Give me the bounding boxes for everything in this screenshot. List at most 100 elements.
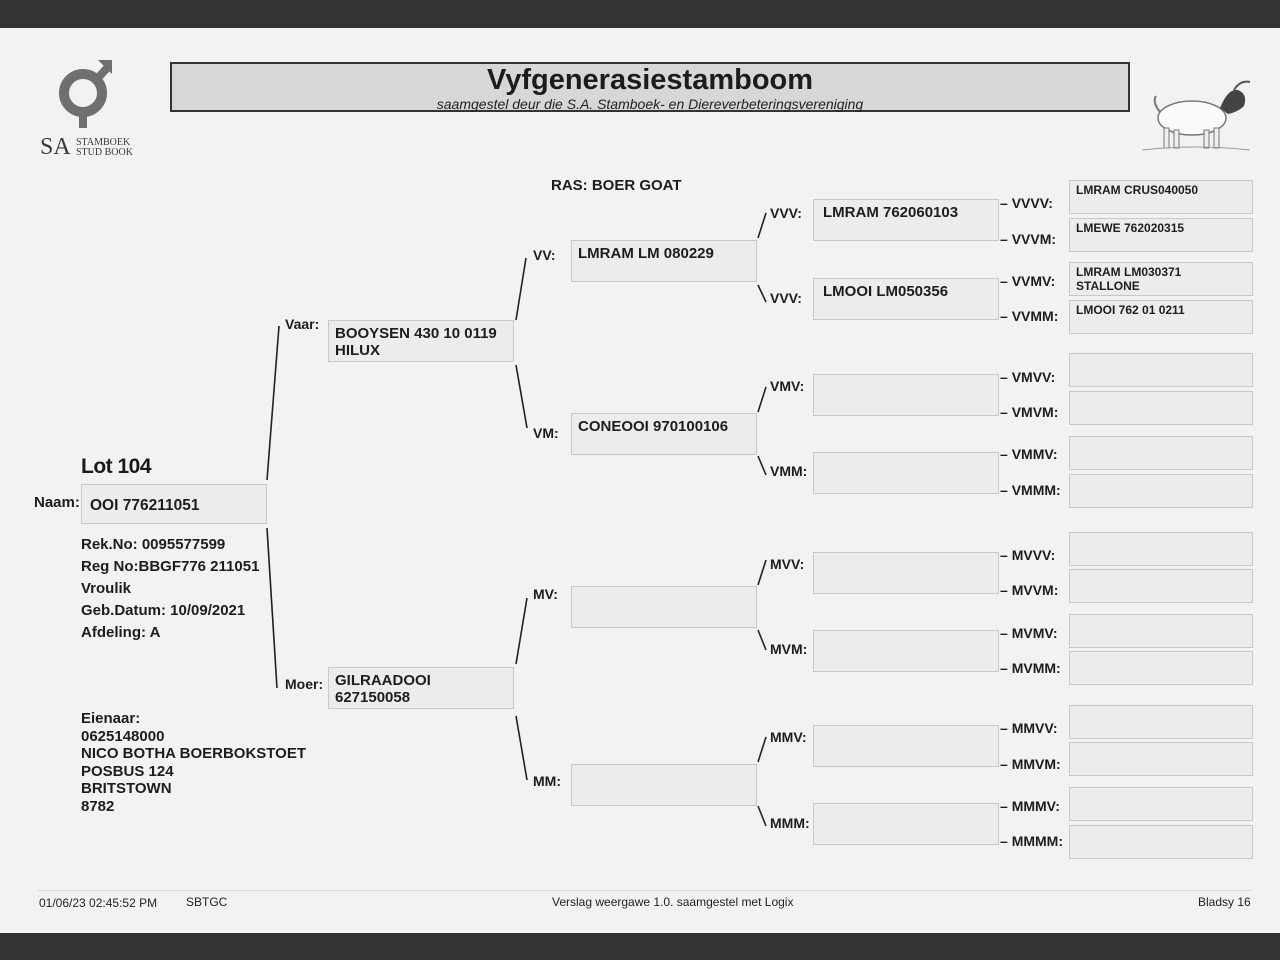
sex: Vroulik — [81, 580, 132, 597]
gen4-label-text: VMMV: — [1011, 446, 1058, 462]
gen4-label-14: – MMVM: — [1000, 756, 1061, 772]
connector-dash: – — [1000, 756, 1012, 772]
mvv-label: MVV: — [770, 556, 805, 572]
gen4-label-text: MMMV: — [1011, 798, 1060, 814]
gen4-label-text: VMMM: — [1011, 482, 1061, 498]
gen4-label-text: MVVM: — [1011, 582, 1059, 598]
gen4-box-16 — [1069, 825, 1253, 859]
sire-label: Vaar: — [285, 316, 320, 332]
rek-no: Rek.No: 0095577599 — [81, 536, 226, 553]
gen4-box-6 — [1069, 391, 1253, 425]
vm-label: VM: — [533, 425, 559, 441]
gen4-label-text: MVVV: — [1011, 547, 1056, 563]
gen4-label-text: MVMM: — [1011, 660, 1061, 676]
connector-dash: – — [1000, 660, 1012, 676]
vvv-box: LMRAM 762060103 — [813, 199, 999, 241]
gen4-label-9: – MVVV: — [1000, 547, 1055, 563]
mvv-box — [813, 552, 999, 594]
division: Afdeling: A — [81, 624, 161, 641]
gen4-label-text: MMVV: — [1011, 720, 1058, 736]
gen4-label-3: – VVMV: — [1000, 273, 1055, 289]
gen4-box-10 — [1069, 569, 1253, 603]
gen4-label-text: VVVV: — [1011, 195, 1053, 211]
gen4-label-text: VVVM: — [1011, 231, 1057, 247]
mv-box — [571, 586, 757, 628]
owner-town: BRITSTOWN — [81, 780, 172, 797]
connector-dash: – — [1000, 404, 1012, 420]
sire-box: BOOYSEN 430 10 0119 HILUX — [328, 320, 514, 362]
owner-code: 8782 — [81, 797, 115, 815]
gen4-box-3: LMRAM LM030371 STALLONE — [1069, 262, 1253, 296]
mm-label: MM: — [533, 773, 561, 789]
vv-box: LMRAM LM 080229 — [571, 240, 757, 282]
dam-name-line2: 627150058 — [335, 689, 411, 706]
bottom-border — [0, 933, 1280, 960]
mvm-label: MVM: — [770, 641, 808, 657]
vvv-label: VVV: — [770, 205, 802, 221]
connector-dash: – — [1000, 446, 1012, 462]
owner-phone: 0625148000 — [81, 727, 165, 745]
owner-name: NICO BOTHA BOERBOKSTOET — [81, 745, 307, 762]
gen4-box-2: LMEWE 762020315 — [1069, 218, 1253, 252]
gen4-box-1: LMRAM CRUS040050 — [1069, 180, 1253, 214]
gen4-label-2: – VVVM: — [1000, 231, 1056, 247]
logo-line-2: STUD BOOK — [76, 147, 133, 158]
gen4-box-9 — [1069, 532, 1253, 566]
gen4-label-1: – VVVV: — [1000, 195, 1053, 211]
mm-box — [571, 764, 757, 806]
gen4-box-14 — [1069, 742, 1253, 776]
title-banner: Vyfgenerasiestamboom saamgestel deur die… — [170, 62, 1130, 112]
lot-number: Lot 104 — [81, 455, 152, 478]
document-title: Vyfgenerasiestamboom — [486, 64, 814, 96]
mmm-box — [813, 803, 999, 845]
gen4-box-4: LMOOI 762 01 0211 — [1069, 300, 1253, 334]
vvm-label: VVV: — [770, 290, 802, 306]
name-label: Naam: — [34, 494, 80, 511]
connector-dash: – — [1000, 369, 1012, 385]
gen4-label-text: MMVM: — [1011, 756, 1061, 772]
top-border — [0, 0, 1280, 28]
mmv-label: MMV: — [770, 729, 807, 745]
connector-dash: – — [1000, 798, 1012, 814]
gen4-label-text: VMVV: — [1011, 369, 1056, 385]
vvm-box: LMOOI LM050356 — [813, 278, 999, 320]
connector-dash: – — [1000, 833, 1012, 849]
gen4-box-12 — [1069, 651, 1253, 685]
gen4-box-5 — [1069, 353, 1253, 387]
mvm-box — [813, 630, 999, 672]
animal-details: Rek.No: 0095577599 Reg No:BBGF776 211051… — [81, 534, 259, 644]
vm-box: CONEOOI 970100106 — [571, 413, 757, 455]
gen4-label-4: – VVMM: — [1000, 308, 1058, 324]
gen4-box-7 — [1069, 436, 1253, 470]
gen4-label-10: – MVVM: — [1000, 582, 1058, 598]
footer-divider — [38, 890, 1252, 891]
gen4-box-15 — [1069, 787, 1253, 821]
gen4-label-11: – MVMV: — [1000, 625, 1058, 641]
vmv-box — [813, 374, 999, 416]
connector-dash: – — [1000, 547, 1012, 563]
dam-name-line1: GILRAADOOI — [335, 672, 431, 689]
dam-label: Moer: — [285, 676, 324, 692]
gen4-label-text: MVMV: — [1011, 625, 1058, 641]
gen4-label-8: – VMMM: — [1000, 482, 1061, 498]
gen4-label-text: VVMM: — [1011, 308, 1059, 324]
gen4-label-text: VVMV: — [1011, 273, 1056, 289]
mmv-box — [813, 725, 999, 767]
sire-name-line1: BOOYSEN 430 10 0119 — [335, 325, 497, 342]
footer-page: Bladsy 16 — [1198, 895, 1251, 909]
logo-sa-text: SA — [40, 134, 71, 160]
mmm-label: MMM: — [770, 815, 810, 831]
owner-label: Eienaar: — [81, 710, 141, 727]
animal-name-box: OOI 776211051 — [81, 484, 267, 524]
gen4-box-11 — [1069, 614, 1253, 648]
vv-label: VV: — [533, 247, 556, 263]
gen4-label-text: MMMM: — [1011, 833, 1063, 849]
logo-line-1: STAMBOEK — [76, 137, 131, 148]
gen4-label-text: VMVM: — [1011, 404, 1059, 420]
connector-dash: – — [1000, 273, 1012, 289]
vmv-label: VMV: — [770, 378, 805, 394]
sire-name-line2: HILUX — [335, 342, 380, 359]
logo-caption: STAMBOEK STUD BOOK — [76, 138, 133, 158]
footer-code: SBTGC — [186, 895, 228, 909]
